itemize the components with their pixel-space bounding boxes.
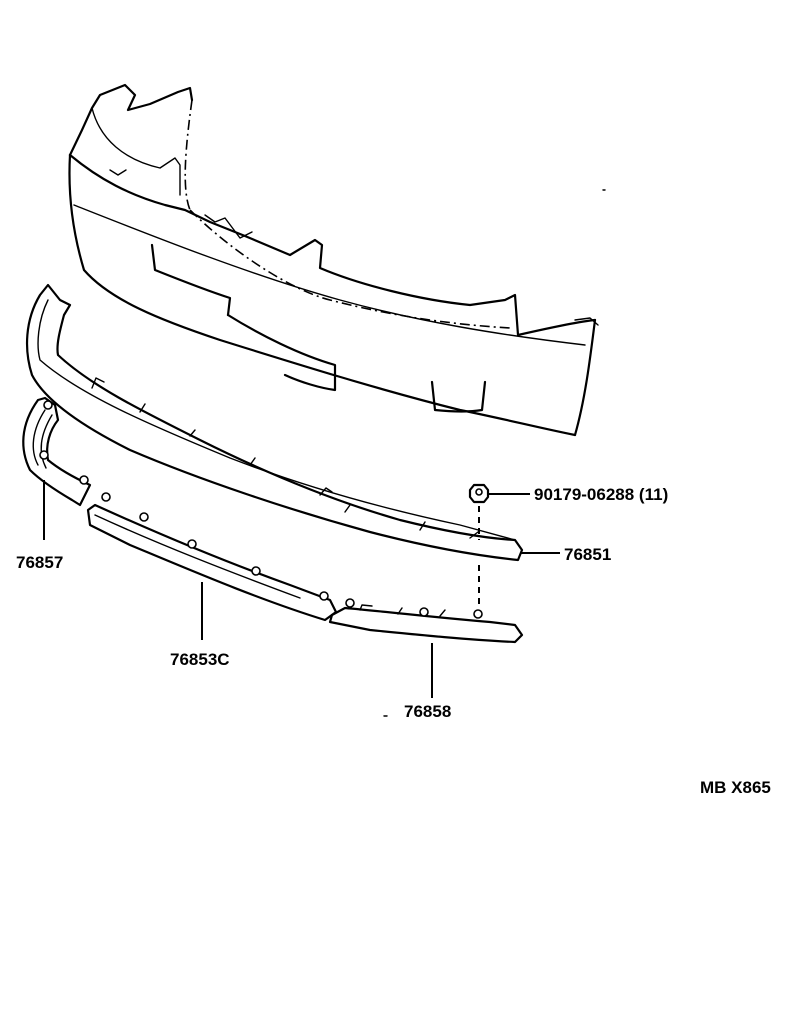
bumper-clip-2: [204, 214, 253, 239]
right-stud-2: [419, 607, 429, 617]
bumper-face-line: [73, 204, 586, 346]
spoiler-inner-line: [37, 299, 516, 541]
label-76853C: 76853C: [170, 650, 230, 669]
bumper-bottom-edge: [68, 153, 577, 437]
label-76851: 76851: [564, 545, 611, 564]
extension-left-stud-1: [43, 400, 53, 410]
catalog-code: MB X865: [700, 778, 771, 797]
label-nut: 90179-06288 (11): [534, 485, 668, 504]
right-stud-1: [345, 598, 355, 608]
center-stud-5: [319, 591, 329, 601]
extension-76857[interactable]: [22, 396, 92, 507]
extension-left-stud-3: [79, 475, 89, 485]
spoiler-body: [25, 283, 524, 562]
center-spoiler-line: [94, 514, 301, 599]
center-stud-2: [139, 512, 149, 522]
label-76858: 76858: [404, 702, 451, 721]
label-76857: 76857: [16, 553, 63, 572]
extension-left-lines: [32, 409, 53, 469]
bumper-cover[interactable]: [68, 83, 599, 437]
center-stud-3: [187, 539, 197, 549]
extension-76858[interactable]: [328, 598, 524, 644]
center-stud-1: [101, 492, 111, 502]
center-spoiler-body: [86, 503, 338, 622]
bumper-grille-left: [150, 243, 232, 317]
bumper-hidden-line: [184, 99, 511, 329]
bumper-left-return: [68, 83, 194, 157]
bumper-inner-left: [91, 107, 181, 196]
bumper-grille-center: [226, 313, 337, 392]
extension-left-body: [22, 396, 92, 507]
bumper-clip-1: [109, 169, 127, 176]
nut-90179-06288[interactable]: [468, 483, 490, 504]
right-stud-3: [473, 609, 483, 619]
extension-left-stud-2: [39, 450, 49, 460]
bumper-right-tab: [574, 317, 599, 326]
nut-icon: [468, 483, 490, 504]
bumper-right-end: [573, 318, 597, 437]
extension-right-body: [328, 606, 524, 644]
bumper-top-edge: [68, 153, 597, 337]
bumper-grille-right: [430, 380, 487, 413]
extension-right-clips: [359, 604, 446, 617]
spoiler-76851[interactable]: [25, 283, 524, 562]
spoiler-clips: [91, 377, 479, 539]
center-stud-4: [251, 566, 261, 576]
nut-hole: [475, 488, 483, 496]
